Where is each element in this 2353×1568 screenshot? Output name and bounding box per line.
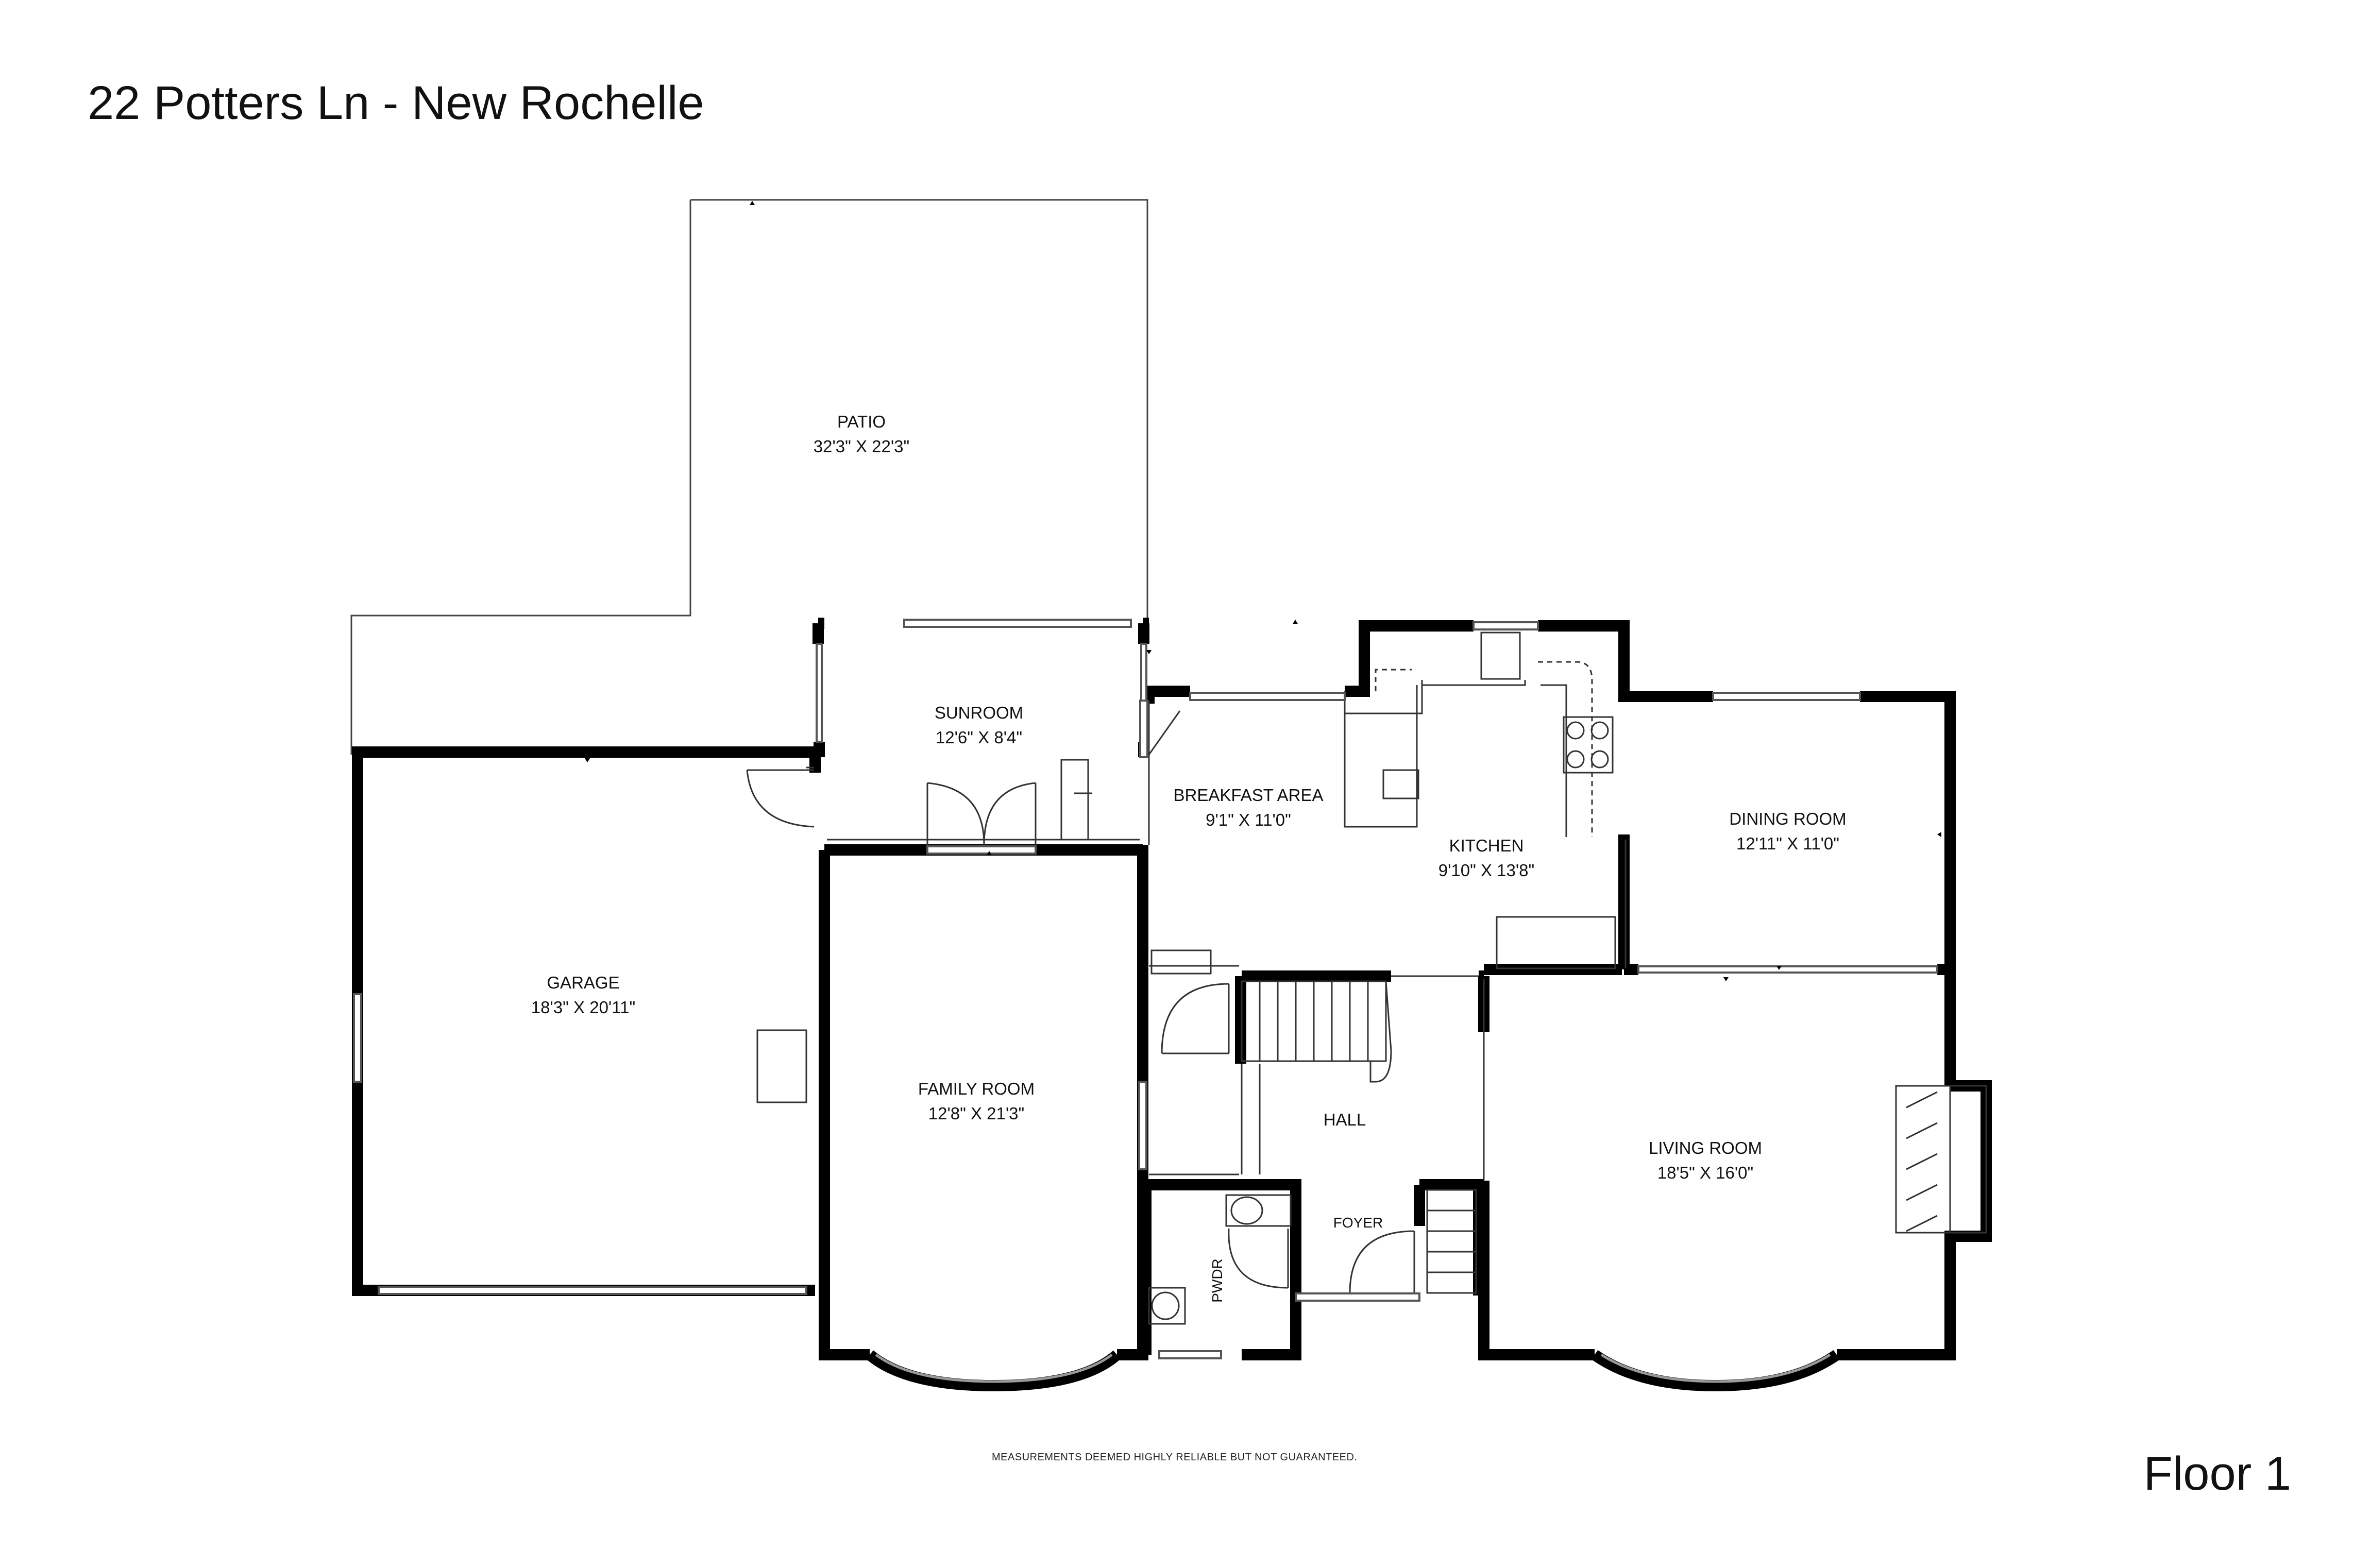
dining-dims: 12'11" X 11'0" (1736, 834, 1839, 853)
bay-window-panes (875, 1353, 1831, 1383)
breakfast-name: BREAKFAST AREA (1173, 786, 1324, 805)
garage-dims: 18'3" X 20'11" (531, 998, 636, 1017)
foyer-name: FOYER (1333, 1215, 1383, 1231)
room-label-family-room: FAMILY ROOM 12'8" X 21'3" (918, 1077, 1035, 1126)
garage-name: GARAGE (547, 973, 620, 992)
room-label-hall: HALL (1324, 1107, 1366, 1132)
room-label-sunroom: SUNROOM 12'6" X 8'4" (935, 701, 1023, 750)
disclaimer: MEASUREMENTS DEEMED HIGHLY RELIABLE BUT … (992, 1452, 1358, 1463)
room-label-breakfast-area: BREAKFAST AREA 9'1" X 11'0" (1173, 783, 1323, 832)
room-label-living-room: LIVING ROOM 18'5" X 16'0" (1649, 1136, 1762, 1185)
kitchen-name: KITCHEN (1449, 836, 1524, 855)
pwdr-name: PWDR (1209, 1258, 1225, 1303)
room-label-pwdr: PWDR (1205, 1258, 1230, 1303)
patio-name: PATIO (837, 412, 886, 431)
room-label-dining-room: DINING ROOM 12'11" X 11'0" (1729, 807, 1846, 856)
room-label-patio: PATIO 32'3" X 22'3" (814, 410, 910, 459)
kitchen-dims: 9'10" X 13'8" (1438, 861, 1535, 880)
patio-outline (350, 199, 1148, 755)
sunroom-name: SUNROOM (934, 703, 1024, 722)
room-label-garage: GARAGE 18'3" X 20'11" (531, 970, 635, 1020)
sunroom-dims: 12'6" X 8'4" (935, 728, 1023, 747)
dimension-markers (585, 201, 1941, 981)
patio-dims: 32'3" X 22'3" (813, 437, 910, 456)
windows (353, 619, 1938, 1359)
room-label-foyer: FOYER (1333, 1211, 1383, 1235)
hall-name: HALL (1323, 1110, 1366, 1129)
floor-label: Floor 1 (2143, 1447, 2291, 1500)
dining-name: DINING ROOM (1729, 809, 1847, 828)
room-label-kitchen: KITCHEN 9'10" X 13'8" (1438, 833, 1535, 883)
family-dims: 12'8" X 21'3" (928, 1104, 1025, 1123)
breakfast-dims: 9'1" X 11'0" (1206, 810, 1291, 829)
living-dims: 18'5" X 16'0" (1657, 1163, 1754, 1182)
plan-title: 22 Potters Ln - New Rochelle (88, 77, 704, 129)
thin-lines (746, 632, 1987, 1325)
family-name: FAMILY ROOM (918, 1079, 1035, 1098)
bay-windows (866, 1350, 1840, 1392)
living-name: LIVING ROOM (1648, 1138, 1763, 1157)
